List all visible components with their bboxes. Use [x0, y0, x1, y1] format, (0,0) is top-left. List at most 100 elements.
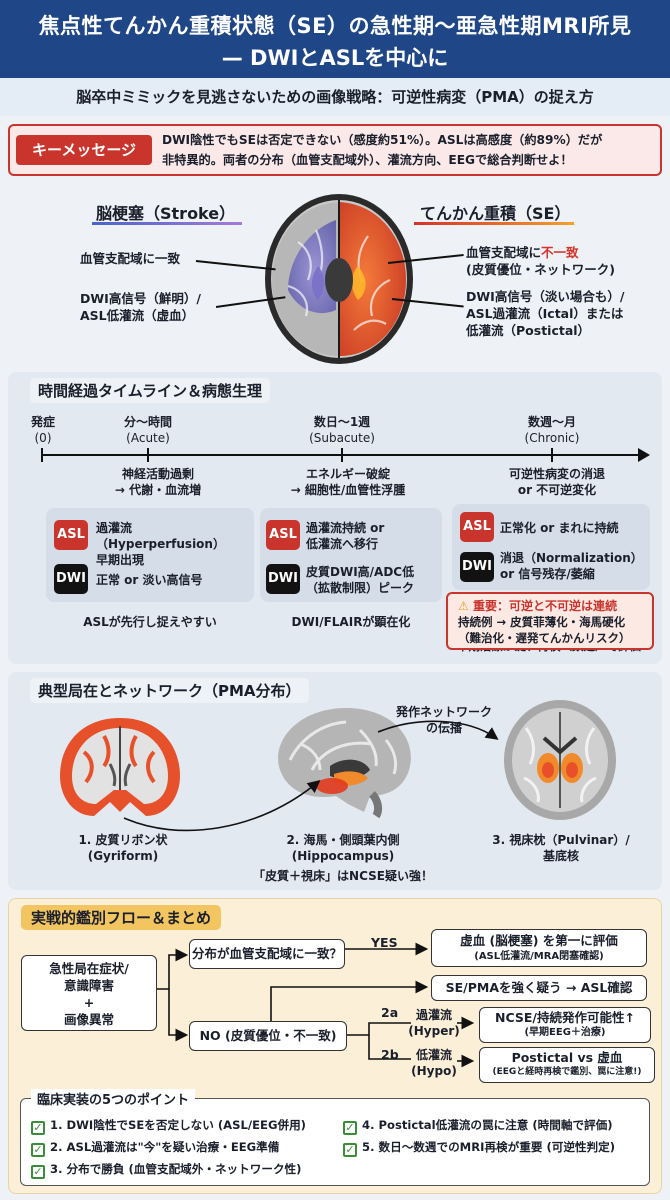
check-icon: ✓	[31, 1165, 45, 1179]
warning-title: 重要：可逆と不可逆は連続	[472, 599, 617, 613]
key-message-line1: DWI陰性でもSEは否定できない（感度約51%）。ASLは高感度（約89%）だが	[162, 133, 603, 147]
check-icon: ✓	[343, 1143, 357, 1157]
timeline-point-chronic-sub: (Chronic)	[524, 431, 580, 445]
acute-findings-box: ASL 過灌流（Hyperperfusion） 早期出現 DWI 正常 or 淡…	[46, 508, 254, 602]
phase-acute-line1: 神経活動過剰	[121, 467, 194, 481]
point-item-3-text: 3. 分布で勝負 (血管支配域外・ネットワーク性)	[50, 1162, 302, 1176]
phase-subacute-text: エネルギー破綻 → 細胞性/血管性浮腫	[268, 466, 428, 498]
flow-no-box: NO (皮質優位・不一致)	[189, 1021, 347, 1051]
timeline-point-subacute: 数日〜1週 (Subacute)	[292, 414, 392, 446]
distribution-item-pulvinar-line1: 3. 視床枕（Pulvinar）/	[492, 833, 630, 847]
phase-acute-line2: → 代謝・血流増	[114, 483, 202, 497]
flow-2a-result-line2: (早期EEG＋治療)	[524, 1027, 606, 1038]
se-label-vascular-prefix: 血管支配域に	[466, 245, 542, 260]
chronic-dwi-line1: 消退（Normalization）	[500, 551, 643, 565]
flow-start-box: 急性局在症状/ 意識障害 + 画像異常	[21, 955, 157, 1031]
distribution-item-gyriform: 1. 皮質リボン状 (Gyriform)	[48, 832, 198, 864]
check-icon: ✓	[31, 1121, 45, 1135]
stroke-underline	[92, 222, 242, 225]
distribution-item-hippocampus-line1: 2. 海馬・側頭葉内側	[286, 833, 400, 847]
stroke-label-signal-line2: ASL低灌流（虚血）	[80, 308, 195, 323]
flow-yes-result-box: 虚血 (脳梗塞) を第一に評価 (ASL低灌流/MRA閉塞確認)	[431, 929, 647, 967]
acute-caption: ASLが先行し捉えやすい	[83, 615, 217, 629]
distribution-section-title: 典型局在とネットワーク（PMA分布）	[30, 678, 309, 703]
flow-branch-2b: 2b	[381, 1047, 399, 1062]
timeline-point-subacute-label: 数日〜1週	[313, 415, 371, 429]
warning-icon: ⚠	[458, 599, 469, 613]
phase-chronic-text: 可逆性病変の消退 or 不可逆変化	[482, 466, 632, 498]
point-item-5: ✓5. 数日〜数週でのMRI再検が重要 (可逆性判定)	[343, 1139, 615, 1157]
asl-badge: ASL	[266, 520, 300, 550]
timeline-point-chronic: 数週〜月 (Chronic)	[502, 414, 602, 446]
flow-branch-2b-label: 低灌流 (Hypo)	[405, 1047, 463, 1079]
flow-connectors	[157, 942, 475, 1068]
point-item-2-text: 2. ASL過灌流は"今"を疑い治療・EEG準備	[50, 1140, 280, 1154]
flow-branch-2a-label: 過灌流 (Hyper)	[405, 1007, 463, 1039]
flow-start-line3: +	[83, 995, 95, 1010]
subacute-asl-text: 過灌流持続 or 低灌流へ移行	[306, 520, 384, 552]
se-label-vascular-emph: 不一致	[541, 245, 579, 260]
key-message-box: キーメッセージ DWI陰性でもSEは否定できない（感度約51%）。ASLは高感度…	[8, 124, 662, 176]
axial-thalamus-brain-image	[504, 700, 616, 820]
point-item-3: ✓ 3. 分布で勝負 (血管支配域外・ネットワーク性)	[31, 1161, 301, 1179]
flow-branch-2a-label-line1: 過灌流	[415, 1008, 452, 1022]
subacute-dwi-line1: 皮質DWI高/ADC低	[306, 565, 415, 579]
distribution-panel: 典型局在とネットワーク（PMA分布） 発作ネットワーク の伝播	[8, 672, 662, 890]
comparison-section: 脳梗塞（Stroke） てんかん重積（SE） 血管支配域に一致 DWI高信号（鮮…	[0, 180, 670, 370]
ncse-note: 「皮質＋視床」はNCSE疑い強！	[253, 869, 433, 883]
distribution-item-gyriform-line1: 1. 皮質リボン状	[78, 833, 168, 847]
points-title: 臨床実装の5つのポイント	[31, 1089, 196, 1108]
dwi-badge: DWI	[460, 552, 494, 582]
page-title: 焦点性てんかん重積状態（SE）の急性期〜亜急性期MRI所見	[38, 14, 632, 38]
se-label-signal: DWI高信号（淡い場合も）/ ASL過灌流（Ictal）または 低灌流（Post…	[466, 288, 624, 339]
se-label-vascular: 血管支配域に不一致 (皮質優位・ネットワーク)	[466, 244, 615, 278]
flow-start-line4: 画像異常	[63, 1012, 114, 1027]
brain-axial-comparison-image	[265, 194, 413, 364]
point-item-4-text: 4. Postictal低灌流の罠に注意 (時間軸で評価)	[362, 1118, 613, 1132]
flow-yes-result-line2: (ASL低灌流/MRA閉塞確認)	[474, 951, 604, 962]
stroke-label-signal: DWI高信号（鮮明）/ ASL低灌流（虚血）	[80, 290, 201, 324]
subacute-asl-line2: 低灌流へ移行	[306, 537, 379, 551]
flow-2a-result-box: NCSE/持続発作可能性↑ (早期EEG＋治療)	[479, 1007, 651, 1043]
distribution-item-hippocampus-line2: (Hippocampus)	[291, 849, 395, 863]
subacute-dwi-text: 皮質DWI高/ADC低 （拡散制限）ピーク	[306, 564, 414, 596]
timeline-point-acute-label: 分〜時間	[123, 415, 172, 429]
propagation-line2: の伝播	[425, 721, 462, 735]
se-label-signal-line2: ASL過灌流（Ictal）または	[466, 306, 624, 321]
dwi-badge: DWI	[54, 564, 88, 594]
flow-branch-2b-label-line1: 低灌流	[415, 1048, 452, 1062]
flow-section-title: 実戦的鑑別フロー＆まとめ	[21, 905, 222, 930]
se-label-signal-line3: 低灌流（Postictal）	[466, 323, 591, 338]
chronic-dwi-line2: or 信号残存/萎縮	[500, 567, 595, 581]
timeline-tick-0	[41, 448, 43, 462]
timeline-point-onset: 発症 (0)	[18, 414, 68, 446]
flow-2b-result-box: Postictal vs 虚血 (EEGと経時再検で鑑別、罠に注意!)	[479, 1047, 655, 1083]
chronic-findings-box: ASL 正常化 or まれに持続 DWI 消退（Normalization） o…	[452, 504, 650, 590]
flow-2b-result-line1: Postictal vs 虚血	[511, 1050, 623, 1065]
key-message-tag: キーメッセージ	[16, 135, 152, 165]
se-underline	[414, 222, 574, 225]
phase-acute-text: 神経活動過剰 → 代謝・血流増	[88, 466, 228, 498]
dwi-badge: DWI	[266, 564, 300, 594]
flow-yes-label: YES	[371, 935, 398, 950]
phase-chronic-line1: 可逆性病変の消退	[508, 467, 605, 481]
check-icon: ✓	[31, 1143, 45, 1157]
timeline-tick-3	[551, 448, 553, 462]
point-item-4: ✓ 4. Postictal低灌流の罠に注意 (時間軸で評価)	[343, 1117, 613, 1135]
asl-badge: ASL	[460, 512, 494, 542]
acute-asl-text: 過灌流（Hyperperfusion） 早期出現	[96, 520, 254, 568]
flow-branch-2b-label-line2: (Hypo)	[411, 1064, 457, 1078]
timeline-point-chronic-label: 数週〜月	[527, 415, 576, 429]
warning-line2: （難治化・遅発てんかんリスク）	[458, 631, 631, 645]
flow-2a-result-line1: NCSE/持続発作可能性↑	[495, 1010, 635, 1025]
se-label-vascular-line2: (皮質優位・ネットワーク)	[466, 262, 615, 277]
subacute-dwi-line2: （拡散制限）ピーク	[306, 581, 415, 595]
point-item-1-text: 1. DWI陰性でSEを否定しない (ASL/EEG併用)	[50, 1118, 306, 1132]
stroke-label-vascular: 血管支配域に一致	[80, 251, 181, 266]
stroke-label-signal-line1: DWI高信号（鮮明）/	[80, 291, 201, 306]
check-icon: ✓	[343, 1121, 357, 1135]
warning-title-row: ⚠ 重要：可逆と不可逆は連続	[458, 597, 617, 614]
distribution-item-gyriform-line2: (Gyriform)	[87, 849, 159, 863]
flow-2b-result-line2: (EEGと経時再検で鑑別、罠に注意!)	[492, 1067, 642, 1077]
point-item-2: ✓ 2. ASL過灌流は"今"を疑い治療・EEG準備	[31, 1139, 279, 1157]
